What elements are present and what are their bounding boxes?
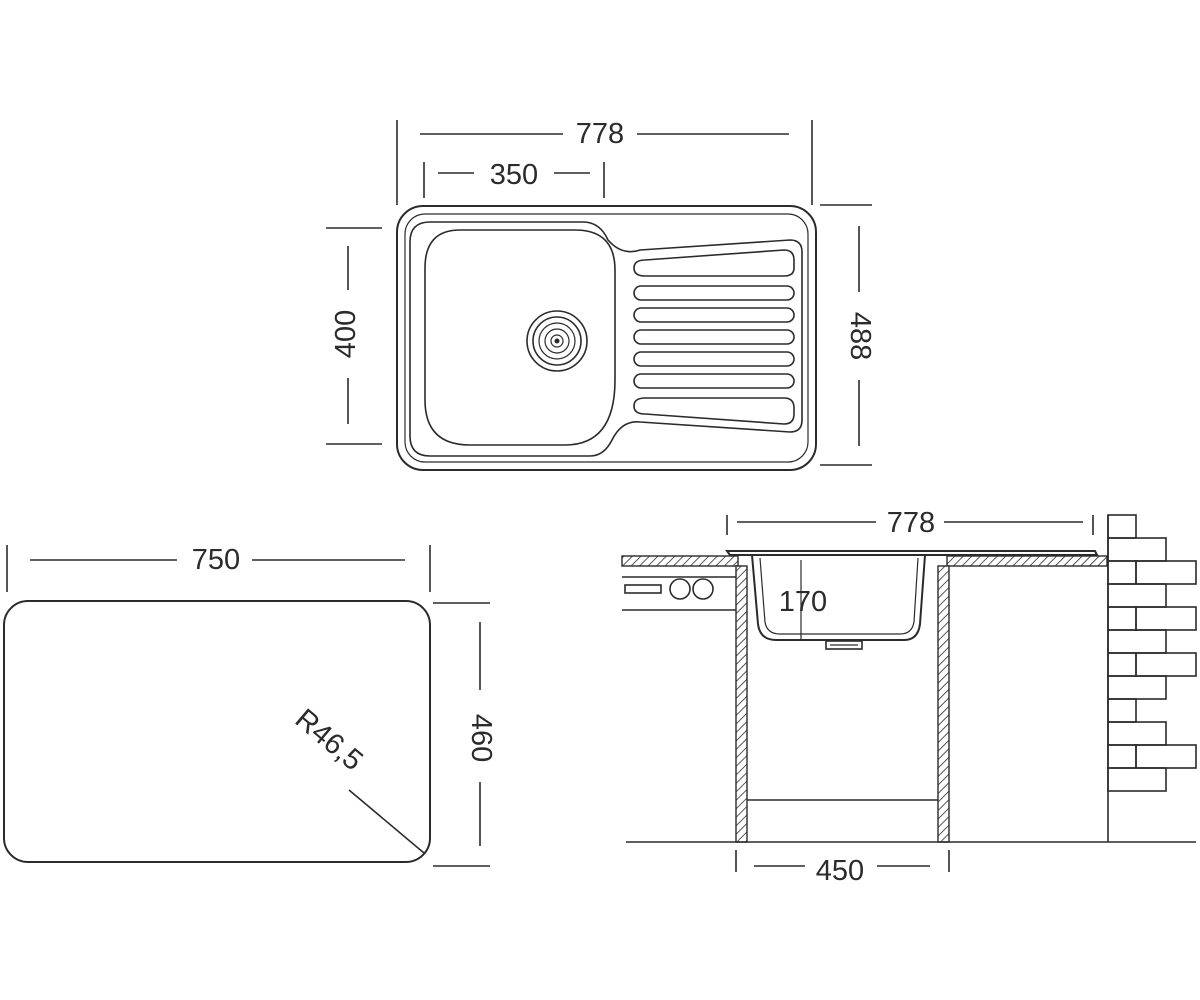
dimension-cutout-depth: 460 bbox=[465, 714, 497, 762]
dimension-bowl-height: 170 bbox=[779, 586, 827, 618]
drain-rib bbox=[633, 249, 795, 277]
dimension-cutout-width: 750 bbox=[192, 544, 240, 576]
sink-rim-profile bbox=[725, 550, 1099, 556]
drain-rib bbox=[633, 285, 795, 301]
cabinet-wall-right bbox=[937, 565, 950, 843]
drain-rib bbox=[633, 373, 795, 389]
sink-bowl bbox=[424, 229, 616, 446]
bowl-section-inner bbox=[759, 557, 919, 635]
cabinet-wall-left bbox=[735, 565, 748, 843]
dimension-bowl-width: 350 bbox=[490, 159, 538, 191]
drain-rib bbox=[633, 307, 795, 323]
brick-wall bbox=[1107, 514, 1197, 842]
knob-icon bbox=[692, 578, 714, 600]
top-view: 778 350 400 488 bbox=[326, 118, 876, 471]
sink-outer-rim bbox=[396, 205, 817, 471]
dimension-cabinet-width: 450 bbox=[816, 855, 864, 887]
dimension-bowl-depth: 400 bbox=[330, 310, 362, 358]
section-view: 778 170 450 bbox=[621, 507, 1197, 887]
sink-deck-outline bbox=[409, 221, 803, 457]
drainboard-ribs bbox=[633, 249, 795, 425]
dimension-overall-width: 778 bbox=[576, 118, 624, 150]
cutout-view: 750 460 R46,5 bbox=[3, 544, 497, 867]
drain-rib bbox=[633, 351, 795, 367]
drain-fitting-icon bbox=[825, 640, 863, 650]
radius-leader-line bbox=[348, 789, 425, 854]
drain-strainer bbox=[526, 310, 588, 372]
knob-icon bbox=[669, 578, 691, 600]
dimension-corner-radius: R46,5 bbox=[289, 703, 369, 777]
dimension-overall-depth: 488 bbox=[844, 312, 876, 360]
countertop-left bbox=[621, 555, 739, 567]
bowl-section-outer bbox=[751, 554, 926, 641]
drawer-handle-icon bbox=[624, 584, 662, 594]
drain-rib bbox=[633, 329, 795, 345]
dimension-section-width: 778 bbox=[887, 507, 935, 539]
sink-inner-rim bbox=[404, 213, 809, 463]
cutout-outline bbox=[3, 600, 431, 863]
countertop-right bbox=[946, 555, 1108, 567]
drain-rib bbox=[633, 397, 795, 425]
